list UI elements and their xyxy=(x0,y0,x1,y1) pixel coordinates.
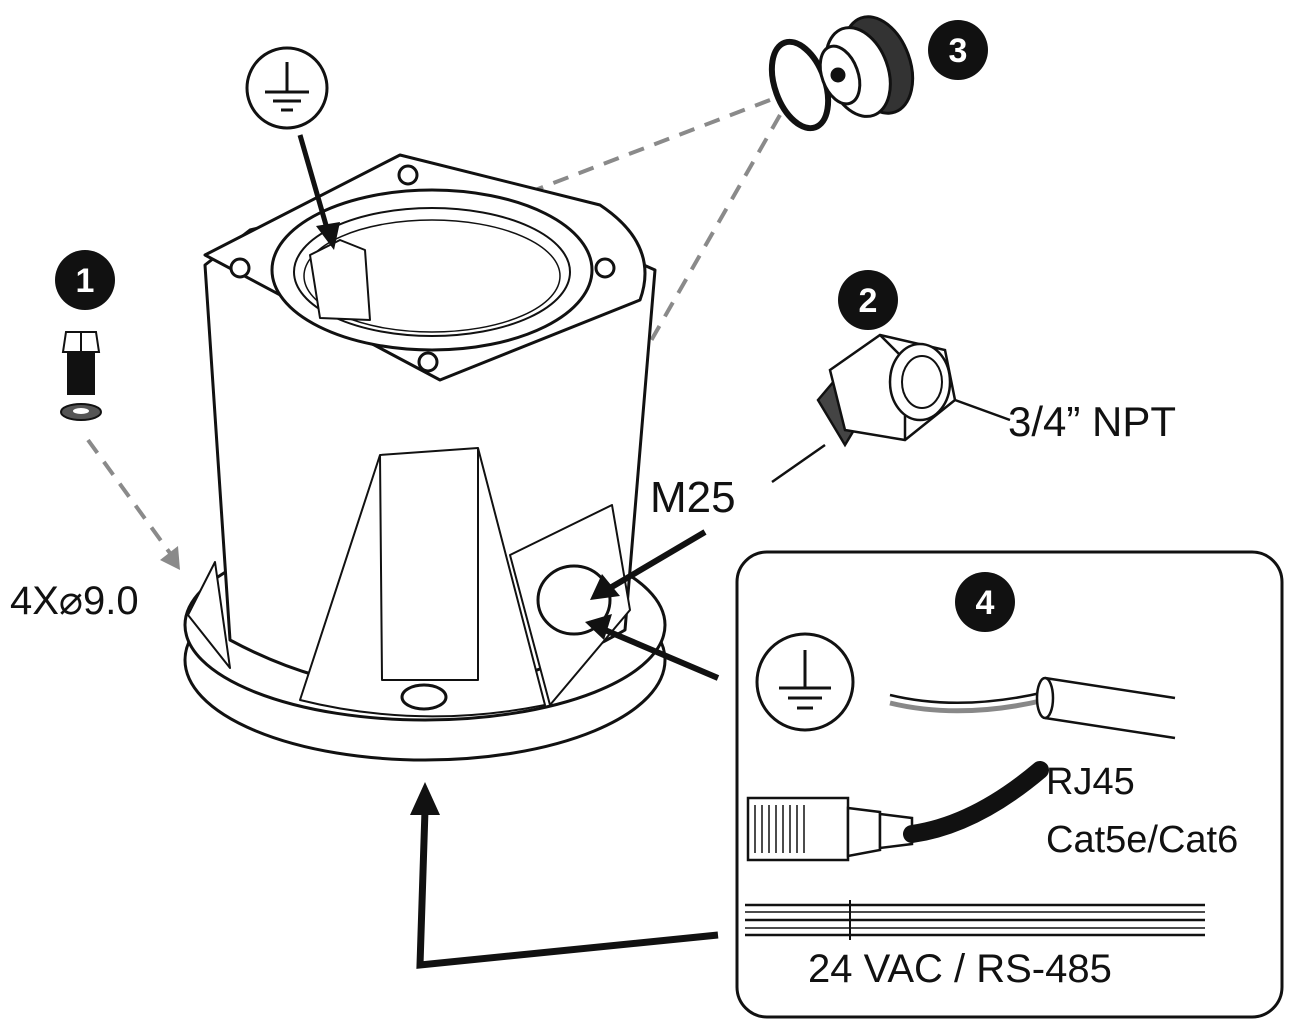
washer-hole xyxy=(73,408,89,414)
front-channel-inner xyxy=(379,448,479,681)
badge-3-number: 3 xyxy=(949,32,968,70)
ground-symbol-callout xyxy=(245,46,340,250)
part-2-fitting: 2 xyxy=(771,270,1011,484)
fitting-m25-leader xyxy=(771,443,826,484)
base-bottom-hole xyxy=(400,683,448,711)
ground-wire xyxy=(889,676,1176,740)
top-hole xyxy=(397,164,419,186)
badge-2 xyxy=(838,270,898,330)
cable-entry-pointer xyxy=(585,614,720,681)
m25-pointer xyxy=(590,529,707,600)
rj45-label: RJ45 xyxy=(1046,761,1135,803)
cable-routing-arrow xyxy=(410,782,719,969)
m25-label: M25 xyxy=(650,473,736,522)
power-label: 24 VAC / RS-485 xyxy=(808,947,1112,991)
bolt-holes-label: 4X⌀9.0 xyxy=(10,579,139,623)
multi-wire-cable-icon xyxy=(745,900,1205,940)
badge-4-number: 4 xyxy=(976,584,995,622)
fitting-npt-leader xyxy=(954,398,1011,422)
front-channel xyxy=(299,447,546,718)
npt-label: 3/4” NPT xyxy=(1008,398,1176,445)
badge-1-number: 1 xyxy=(76,262,95,300)
base-notch-left xyxy=(187,561,231,669)
top-hole xyxy=(417,351,439,373)
part-4-cables-panel: 4 xyxy=(735,550,1284,1019)
arrowhead-base xyxy=(160,546,180,570)
internal-ground-stud xyxy=(309,239,371,321)
top-hole xyxy=(229,257,251,279)
cable-type-label: Cat5e/Cat6 xyxy=(1046,819,1238,861)
camera-mount-housing xyxy=(183,153,667,762)
top-hole xyxy=(594,257,616,279)
badge-4 xyxy=(955,572,1015,632)
ground-pointer-arrowhead xyxy=(316,222,340,250)
rj45-connector-icon xyxy=(746,761,1049,862)
guide-bolt-to-base xyxy=(86,438,177,562)
badge-2-number: 2 xyxy=(859,282,878,320)
hex-bolt-icon xyxy=(61,331,101,395)
plug-with-o-ring-icon xyxy=(768,15,915,132)
ground-pointer-arrow xyxy=(297,134,331,233)
part-3-plug: 3 xyxy=(768,15,988,132)
badge-1 xyxy=(55,250,115,310)
part-1-bolt: 1 xyxy=(55,250,115,421)
conduit-entry-hole xyxy=(536,564,612,636)
badge-3 xyxy=(928,20,988,80)
conduit-fitting-icon xyxy=(816,333,957,448)
